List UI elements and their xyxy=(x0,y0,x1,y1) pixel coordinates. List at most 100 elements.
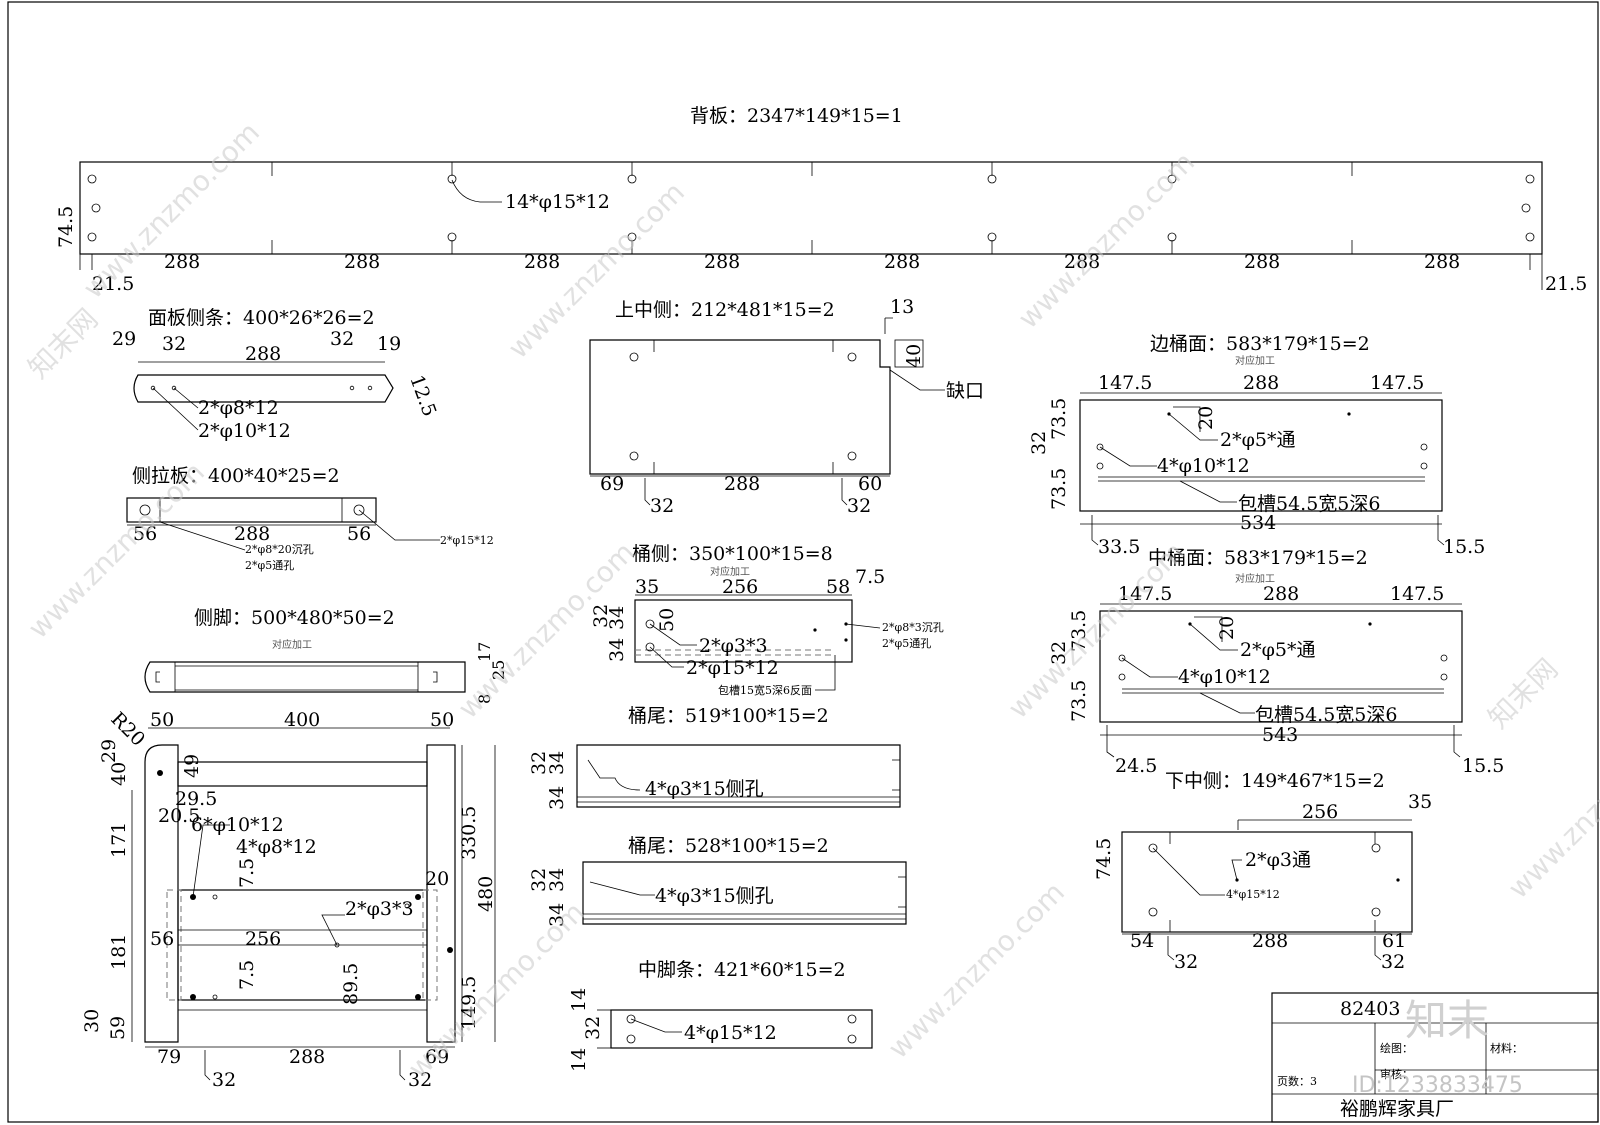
lower-middle-d2: 35 xyxy=(1408,791,1432,813)
back-panel-hole xyxy=(987,174,997,184)
side-leg-leader-32b xyxy=(399,1050,406,1081)
middle-foot-hole-spec: 4*φ15*12 xyxy=(684,1022,777,1044)
mid-bucket-face-d9: 24.5 xyxy=(1115,755,1157,777)
upper-middle-notch-leader xyxy=(889,369,945,391)
side-pull: 侧拉板：400*40*25=2 56 288 56 2*φ8*20沉孔 2*φ5… xyxy=(126,465,494,572)
title-block-pages: 页数：3 xyxy=(1277,1075,1317,1088)
face-strip-d6: 12.5 xyxy=(405,372,440,419)
upper-middle-d3: 60 xyxy=(858,473,882,495)
side-pull-hole xyxy=(353,504,365,516)
back-panel-segment-dim: 288 xyxy=(704,251,740,273)
back-panel-hole xyxy=(1521,203,1531,213)
bucket-side-hole3: 2*φ8*3沉孔 xyxy=(882,621,944,634)
bucket-side-d2: 256 xyxy=(722,576,758,598)
side-leg-d-59: 59 xyxy=(107,1016,129,1040)
edge-bucket-face-d9: 33.5 xyxy=(1098,536,1140,558)
side-pull-hole2: 2*φ15*12 xyxy=(440,534,494,547)
bucket-tail-1-hole: 4*φ3*15侧孔 xyxy=(645,778,764,800)
bucket-tail-2-mark xyxy=(898,876,906,908)
side-leg-d-288: 288 xyxy=(289,1046,325,1068)
mid-bucket-face: 中桶面：583*179*15=2 对应加工 147.5 288 147.5 20… xyxy=(1048,547,1504,777)
face-strip-d2: 32 xyxy=(162,333,186,355)
back-panel-segment-dim: 288 xyxy=(1244,251,1280,273)
back-panel-hole xyxy=(447,174,457,184)
title-block: 82403 绘图： 材料： 审核： 页数：3 裕鹏辉家具厂 xyxy=(1271,992,1599,1123)
side-leg-d-40: 40 xyxy=(108,762,130,786)
back-panel-right-offset: 21.5 xyxy=(1545,273,1587,295)
back-panel-segment-dim: 288 xyxy=(164,251,200,273)
mid-bucket-face-pin xyxy=(1368,622,1372,626)
mid-bucket-face-leader-left xyxy=(1106,725,1115,758)
side-leg-hole3: 2*φ3*3 xyxy=(345,898,414,920)
bucket-side-leader-4 xyxy=(815,655,836,691)
side-leg-d-49: 49 xyxy=(181,754,203,778)
upper-middle-d1: 69 xyxy=(600,473,624,495)
side-leg-d-89-5: 89.5 xyxy=(340,963,362,1005)
back-panel-hole xyxy=(91,203,101,213)
face-strip-hole xyxy=(367,385,373,391)
mid-bucket-face-hole1: 2*φ5*通 xyxy=(1240,639,1315,661)
bucket-side-note: 对应加工 xyxy=(710,565,750,578)
back-panel-left-offset: 21.5 xyxy=(92,273,134,295)
middle-foot-d2: 32 xyxy=(582,1016,604,1040)
lower-middle-pin xyxy=(1396,878,1400,882)
side-pull-outline xyxy=(126,497,377,523)
side-leg-pin xyxy=(334,942,340,948)
side-leg-slot xyxy=(155,671,160,683)
back-panel-hole xyxy=(627,232,637,242)
title-block-review: 审核： xyxy=(1380,1067,1413,1081)
upper-middle-leader-32b xyxy=(841,478,848,506)
title-block-frame xyxy=(1271,992,1599,1123)
bucket-tail-1-d3: 34 xyxy=(546,786,568,810)
side-leg-hidden-slot xyxy=(422,889,438,1001)
side-leg-d-8: 8 xyxy=(475,694,494,704)
lower-middle-hole xyxy=(1371,843,1381,853)
bucket-side-hole xyxy=(645,642,655,652)
face-strip-hole2: 2*φ10*12 xyxy=(198,420,291,442)
side-leg-d-79: 79 xyxy=(157,1046,181,1068)
edge-bucket-face-hole xyxy=(1096,443,1104,451)
side-leg-d-29-5: 29.5 xyxy=(175,788,217,810)
lower-middle-hole xyxy=(1148,907,1158,917)
title-block-material: 材料： xyxy=(1490,1041,1523,1055)
upper-middle-hole xyxy=(847,451,857,461)
mid-bucket-face-d5: 32 xyxy=(1048,641,1070,665)
side-pull-d1: 56 xyxy=(133,523,157,545)
edge-bucket-face-leader-2 xyxy=(1099,446,1157,467)
bucket-side-d7: 50 xyxy=(656,608,678,632)
sheet-border xyxy=(7,1,1599,1123)
back-panel-segment-dim: 288 xyxy=(524,251,560,273)
edge-bucket-face-leader-right xyxy=(1437,515,1445,546)
bucket-side-title: 桶侧：350*100*15=8 xyxy=(632,543,833,565)
bucket-tail-1-d2: 34 xyxy=(546,751,568,775)
edge-bucket-face-d4-box xyxy=(1173,406,1201,432)
upper-middle: 上中侧：212*481*15=2 13 40 缺口 69 288 60 32 3… xyxy=(589,296,984,517)
side-pull-hole1: 2*φ8*20沉孔 xyxy=(245,543,314,556)
side-leg-note: 对应加工 xyxy=(272,638,312,651)
side-leg-dowel xyxy=(447,947,453,953)
middle-foot-outline xyxy=(610,1009,873,1049)
side-pull-d3: 56 xyxy=(347,523,371,545)
mid-bucket-face-leader-1 xyxy=(1189,623,1238,651)
side-leg-d-69: 69 xyxy=(425,1046,449,1068)
mid-bucket-face-d6: 73.5 xyxy=(1068,610,1090,652)
bucket-side-hole1: 2*φ3*3 xyxy=(699,635,768,657)
back-panel-outline xyxy=(79,161,1543,255)
lower-middle: 下中侧：149*467*15=2 256 35 74.5 2*φ3通 4*φ15… xyxy=(1093,770,1432,973)
side-leg-pin xyxy=(212,994,218,1000)
side-leg-dowel xyxy=(415,894,421,900)
back-panel-hole xyxy=(1167,232,1177,242)
face-strip-hole1: 2*φ8*12 xyxy=(198,397,279,419)
bucket-side-d8: 34 xyxy=(606,638,628,662)
lower-middle-d4: 54 xyxy=(1130,930,1154,952)
upper-middle-d13: 13 xyxy=(890,296,914,318)
middle-foot: 中脚条：421*60*15=2 4*φ15*12 14 32 14 xyxy=(568,959,873,1072)
side-leg-leader-32a xyxy=(204,1050,211,1081)
side-leg-dowel xyxy=(190,994,196,1000)
bucket-side-d5: 32 xyxy=(590,604,612,628)
watermark-brand: 知末网 xyxy=(22,302,105,385)
middle-foot-d1: 14 xyxy=(568,988,590,1012)
watermark-brand: 知末网 xyxy=(1482,652,1565,735)
face-strip-leader-2 xyxy=(152,387,199,431)
